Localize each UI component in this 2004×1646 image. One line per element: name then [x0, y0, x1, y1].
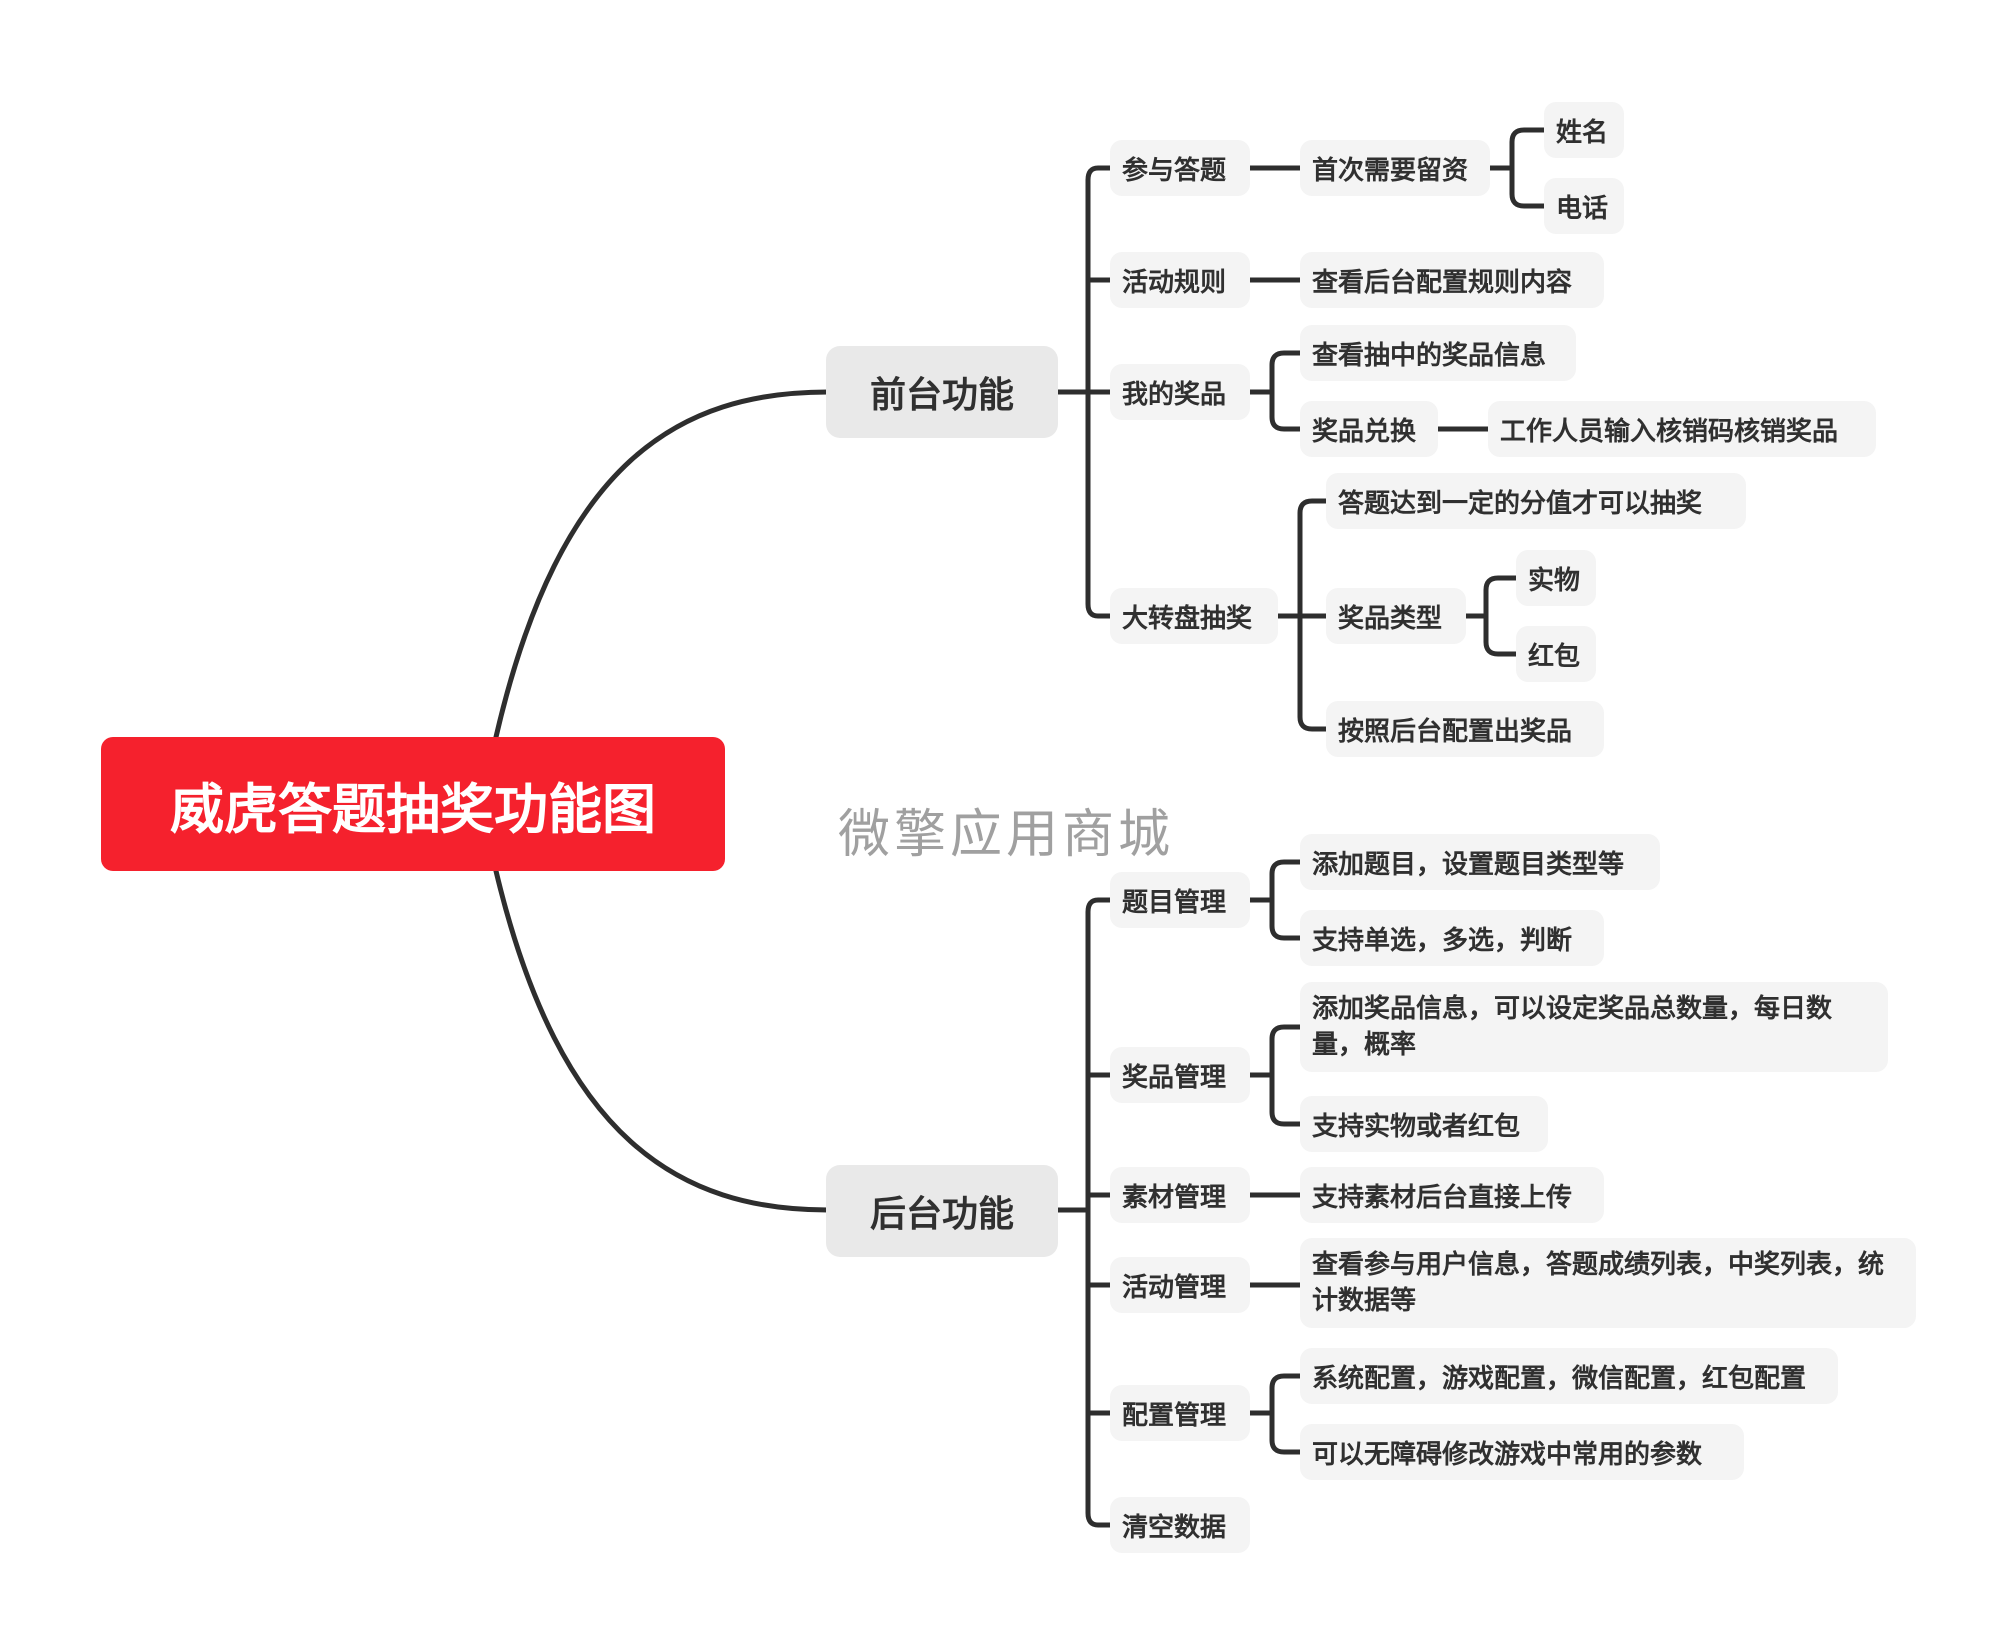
node-name: 姓名	[1544, 102, 1624, 158]
node-clear-data: 清空数据	[1110, 1497, 1250, 1553]
node-my-prizes: 我的奖品	[1110, 364, 1250, 420]
node-participate: 参与答题	[1110, 140, 1250, 196]
node-redeem-detail: 工作人员输入核销码核销奖品	[1488, 401, 1876, 457]
node-wheel: 大转盘抽奖	[1110, 588, 1278, 644]
root-title: 威虎答题抽奖功能图	[101, 737, 725, 871]
branch-front: 前台功能	[826, 346, 1058, 438]
node-system-config: 系统配置，游戏配置，微信配置，红包配置	[1300, 1348, 1838, 1404]
node-config-params: 可以无障碍修改游戏中常用的参数	[1300, 1424, 1744, 1480]
node-material-upload: 支持素材后台直接上传	[1300, 1167, 1604, 1223]
connector-back-bracket	[1085, 897, 1113, 1528]
node-question-mgmt: 题目管理	[1110, 872, 1250, 928]
node-by-config: 按照后台配置出奖品	[1326, 701, 1604, 757]
node-add-question: 添加题目，设置题目类型等	[1300, 834, 1660, 890]
node-red-packet: 红包	[1516, 626, 1596, 682]
node-view-rules: 查看后台配置规则内容	[1300, 252, 1604, 308]
node-phone: 电话	[1544, 178, 1624, 234]
node-prize-types: 奖品类型	[1326, 588, 1466, 644]
branch-back: 后台功能	[826, 1165, 1058, 1257]
node-prize-mgmt: 奖品管理	[1110, 1047, 1250, 1103]
connector-types-bracket	[1483, 575, 1519, 657]
node-score-threshold: 答题达到一定的分值才可以抽奖	[1326, 473, 1746, 529]
node-physical: 实物	[1516, 550, 1596, 606]
connector-config-bracket	[1269, 1373, 1303, 1455]
watermark-text: 微擎应用商城	[838, 805, 1175, 865]
node-question-types: 支持单选，多选，判断	[1300, 910, 1604, 966]
node-redeem: 奖品兑换	[1300, 401, 1438, 457]
node-activity-view: 查看参与用户信息，答题成绩列表，中奖列表，统计数据等	[1300, 1238, 1916, 1328]
node-material-mgmt: 素材管理	[1110, 1167, 1250, 1223]
connector-back-mid	[1085, 1072, 1113, 1416]
node-add-prize: 添加奖品信息，可以设定奖品总数量，每日数量，概率	[1300, 982, 1888, 1072]
node-rules: 活动规则	[1110, 252, 1250, 308]
connector-front-mid	[1085, 277, 1113, 395]
node-config-mgmt: 配置管理	[1110, 1385, 1250, 1441]
connector-questions-bracket	[1269, 859, 1303, 941]
node-view-prizes: 查看抽中的奖品信息	[1300, 325, 1576, 381]
connector-myprizes-bracket	[1269, 350, 1303, 432]
connector-root-front	[493, 389, 831, 740]
connector-prizes-bracket	[1269, 1024, 1303, 1127]
node-activity-mgmt: 活动管理	[1110, 1257, 1250, 1313]
connector-root-back	[493, 868, 831, 1213]
node-prize-support: 支持实物或者红包	[1300, 1096, 1548, 1152]
node-first-time-info: 首次需要留资	[1300, 140, 1490, 196]
connector-firsttime-bracket	[1509, 127, 1547, 209]
